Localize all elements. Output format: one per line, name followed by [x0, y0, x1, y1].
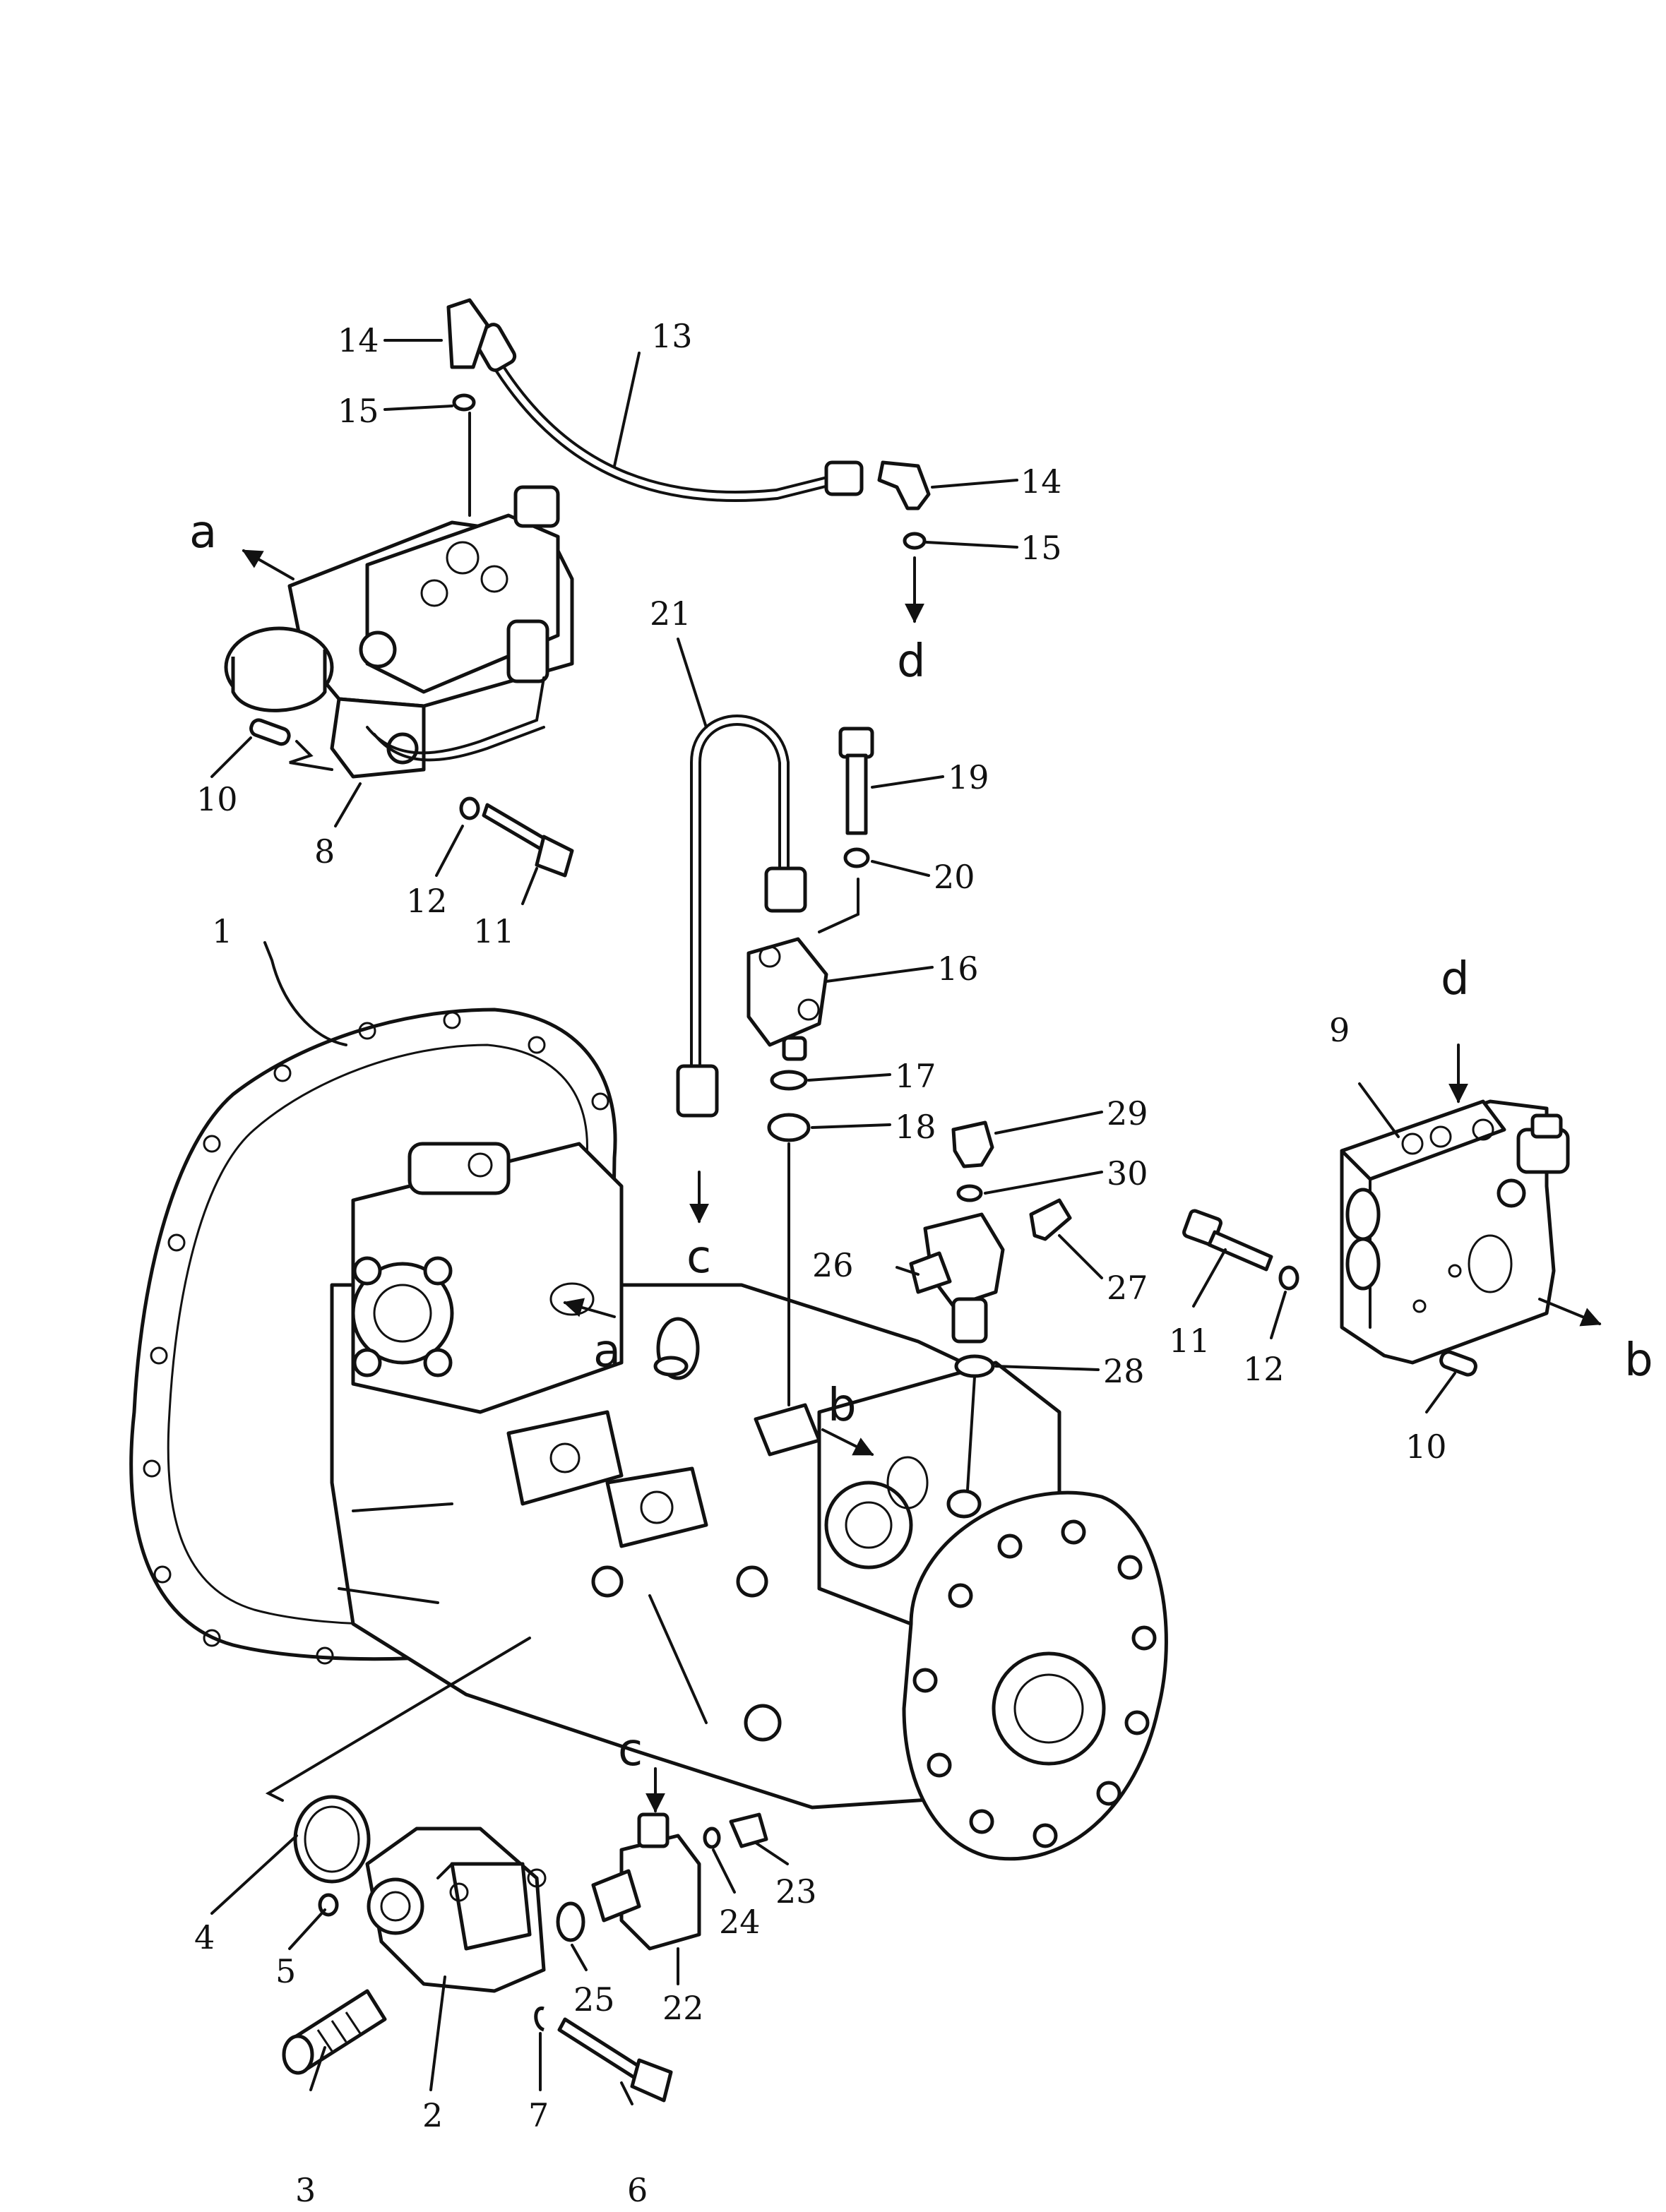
letter-c-mid: c: [686, 1231, 711, 1284]
label-14-right: 14: [1021, 462, 1062, 501]
label-4: 4: [194, 1918, 215, 1956]
relief-valve-3: [282, 1989, 387, 2075]
label-27: 27: [1107, 1269, 1148, 1307]
connection-letters: a d c a b d b c: [189, 506, 1653, 1776]
letter-c-bottom: c: [618, 1724, 643, 1776]
label-20: 20: [934, 858, 975, 896]
letter-d-top: d: [897, 635, 926, 688]
label-29: 29: [1107, 1094, 1148, 1132]
hose-21: [676, 715, 807, 1118]
pin-10-left: [249, 718, 291, 746]
label-24: 24: [719, 1903, 761, 1941]
gear-pump-2: [365, 1827, 547, 1993]
valve-22: [591, 1812, 701, 1951]
label-25: 25: [573, 1980, 615, 2019]
label-21: 21: [650, 594, 691, 633]
oring-17: [770, 1070, 808, 1091]
letter-d-right: d: [1441, 953, 1470, 1005]
plug-23: [729, 1812, 768, 1848]
letter-a-top: a: [189, 506, 217, 558]
oring-15-top: [452, 393, 476, 412]
oring-4: [293, 1795, 371, 1884]
oring-15-right: [903, 532, 927, 550]
label-9: 9: [1329, 1011, 1350, 1049]
label-28: 28: [1103, 1352, 1145, 1390]
washer-12-left: [459, 796, 480, 820]
label-15-top: 15: [338, 392, 379, 430]
servo-valve-assembly-8: [224, 485, 574, 779]
letter-a-mid: a: [593, 1325, 621, 1377]
label-30: 30: [1107, 1154, 1148, 1192]
label-13: 13: [651, 317, 693, 355]
letter-b-right: b: [1624, 1334, 1653, 1387]
oring-25: [556, 1901, 585, 1942]
label-1: 1: [212, 912, 232, 950]
servo-valve-assembly-9: [1340, 1099, 1570, 1365]
fitting-27: [1029, 1198, 1072, 1241]
plug-29: [951, 1120, 994, 1168]
label-12-right: 12: [1243, 1350, 1285, 1388]
oring-28: [954, 1354, 995, 1378]
spacer-18: [767, 1113, 811, 1142]
label-6: 6: [627, 2171, 648, 2209]
elbow-14-top: [446, 298, 489, 369]
valve-26: [909, 1212, 1005, 1344]
snap-ring-7: [534, 2007, 545, 2032]
bolt-19: [838, 727, 874, 835]
washer-20: [843, 847, 870, 868]
label-23: 23: [775, 1872, 817, 1911]
label-7: 7: [528, 2096, 549, 2134]
label-11-right: 11: [1169, 1322, 1210, 1360]
bolt-11-left: [482, 803, 574, 878]
label-26: 26: [812, 1246, 854, 1284]
leader-lines: [210, 339, 1456, 2105]
label-3: 3: [295, 2171, 316, 2209]
washer-12-right: [1278, 1265, 1299, 1291]
main-pump-body: [129, 1008, 1168, 1861]
elbow-14-right: [877, 460, 931, 510]
label-22: 22: [662, 1989, 704, 2027]
oring-24: [703, 1827, 721, 1849]
label-12-left: 12: [406, 882, 448, 920]
label-11-left: 11: [473, 912, 515, 950]
oring-30: [956, 1184, 983, 1202]
label-8: 8: [314, 832, 335, 871]
label-18: 18: [895, 1108, 936, 1146]
part-labels: 14 15 13 14 15 21 19 20 16 17 18 29 30 2…: [194, 317, 1447, 2209]
direction-arrows: [242, 549, 1602, 1813]
letter-b-mid: b: [828, 1380, 857, 1432]
bolt-6: [557, 2017, 673, 2103]
label-10-left: 10: [196, 780, 238, 818]
label-15-right: 15: [1021, 529, 1062, 567]
label-16: 16: [937, 950, 979, 988]
pin-10-right: [1439, 1350, 1477, 1377]
label-5: 5: [275, 1952, 296, 1990]
label-14-top: 14: [338, 321, 379, 359]
label-2: 2: [422, 2096, 443, 2134]
bolt-11-right: [1182, 1209, 1273, 1272]
label-10-right: 10: [1405, 1428, 1447, 1466]
label-17: 17: [895, 1057, 936, 1095]
label-19: 19: [948, 758, 989, 796]
end-cover-bolts: [912, 1519, 1157, 1848]
